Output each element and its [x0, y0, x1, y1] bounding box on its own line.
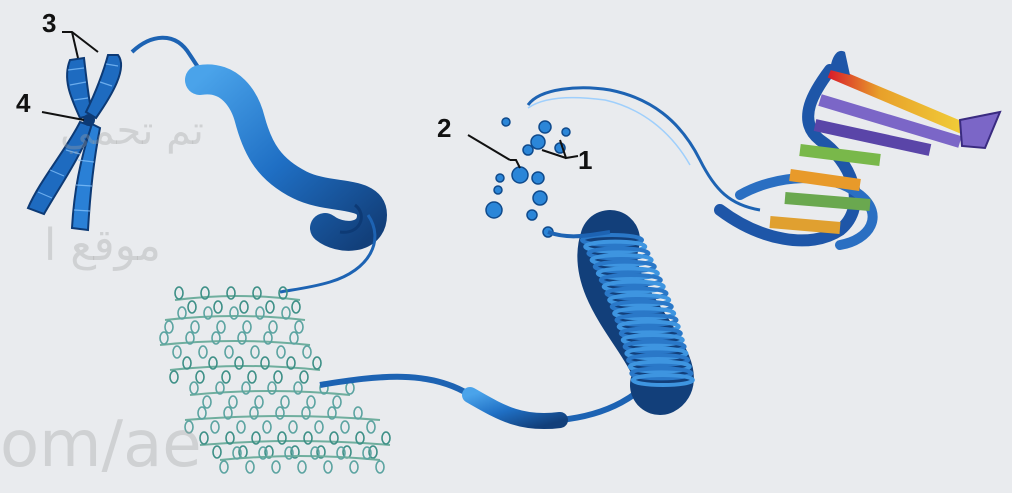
chromatin-loop: [225, 346, 233, 358]
chromatin-loop: [220, 461, 228, 473]
chromatin-loop: [243, 321, 251, 333]
chromatin-loop: [341, 421, 349, 433]
chromatin-loop: [196, 371, 204, 383]
label-3: 3: [42, 8, 56, 39]
solenoid-coil: [582, 235, 693, 385]
helix-base-end: [960, 112, 1000, 148]
chromatin-loop: [354, 407, 362, 419]
chromatin-loop: [191, 321, 199, 333]
chromatin-loop: [211, 421, 219, 433]
chromatin-loop: [376, 461, 384, 473]
chromatin-loop: [272, 461, 280, 473]
chromatin-loop: [367, 421, 375, 433]
chromatin-loop: [170, 371, 178, 383]
chromatin-loop: [237, 421, 245, 433]
chromatin-loop: [290, 332, 298, 344]
chromatin-loop: [263, 421, 271, 433]
chromatin-loop: [303, 346, 311, 358]
label-1: 1: [578, 145, 592, 176]
chromatin-loop: [289, 421, 297, 433]
chromatin-loop: [229, 396, 237, 408]
nucleosome-beads: [486, 118, 570, 237]
chromatin-loop: [268, 382, 276, 394]
chromatin-loop: [183, 357, 191, 369]
chromatin-loop: [222, 371, 230, 383]
chromatin-loop: [292, 301, 300, 313]
watermark-line-2: موقع ا: [44, 220, 161, 271]
chromatin-loop: [382, 432, 390, 444]
chromatin-loop: [313, 357, 321, 369]
chromatin-loop: [276, 407, 284, 419]
chromatin-loop: [278, 432, 286, 444]
chromatin-loop: [230, 307, 238, 319]
dna-double-helix: [720, 51, 1000, 245]
chromatin-backbone: [170, 366, 320, 370]
chromatin-loop: [248, 371, 256, 383]
chromatin-loop: [251, 346, 259, 358]
chromatin-loop: [188, 301, 196, 313]
chromatin-loop: [315, 421, 323, 433]
chromatin-loop: [213, 446, 221, 458]
label-4: 4: [16, 88, 30, 119]
chromatin-loop: [307, 396, 315, 408]
watermark-line-3: om/ae: [0, 408, 202, 482]
chromatin-loop: [300, 371, 308, 383]
chromatin-loop: [203, 396, 211, 408]
chromatin-loop: [295, 321, 303, 333]
chromatin-loop: [266, 301, 274, 313]
chromatin-loop: [173, 346, 181, 358]
chromatin-loop: [277, 346, 285, 358]
chromatin-loop: [324, 461, 332, 473]
chromatin-loop: [281, 396, 289, 408]
chromatin-loop: [217, 321, 225, 333]
chromatin-backbone: [160, 341, 310, 345]
coiled-tube-left: [200, 79, 372, 235]
chromatin-loop: [227, 287, 235, 299]
watermark-line-1: تم تحمي: [60, 108, 204, 154]
chromatin-loop: [175, 287, 183, 299]
chromatin-loop: [255, 396, 263, 408]
chromatin-loop: [190, 382, 198, 394]
chromatin-loop: [240, 301, 248, 313]
chromatin-loop: [235, 357, 243, 369]
chromatin-loop: [160, 332, 168, 344]
dna-strand-highlight: [528, 98, 690, 165]
chromatin-loop: [178, 307, 186, 319]
chromatin-loop: [269, 321, 277, 333]
fiber-thick-segment: [470, 395, 560, 421]
label-2: 2: [437, 113, 451, 144]
chromatin-loop: [238, 332, 246, 344]
chromatin-loop: [214, 301, 222, 313]
chromatin-loop: [274, 371, 282, 383]
chromatin-loop: [199, 346, 207, 358]
chromatin-loop: [350, 461, 358, 473]
chromatin-loop: [333, 396, 341, 408]
chromatin-backbone: [220, 456, 380, 460]
chromatin-loop: [165, 321, 173, 333]
chromatin-loop: [298, 461, 306, 473]
chromatin-loop: [304, 432, 312, 444]
chromatin-loop: [246, 461, 254, 473]
